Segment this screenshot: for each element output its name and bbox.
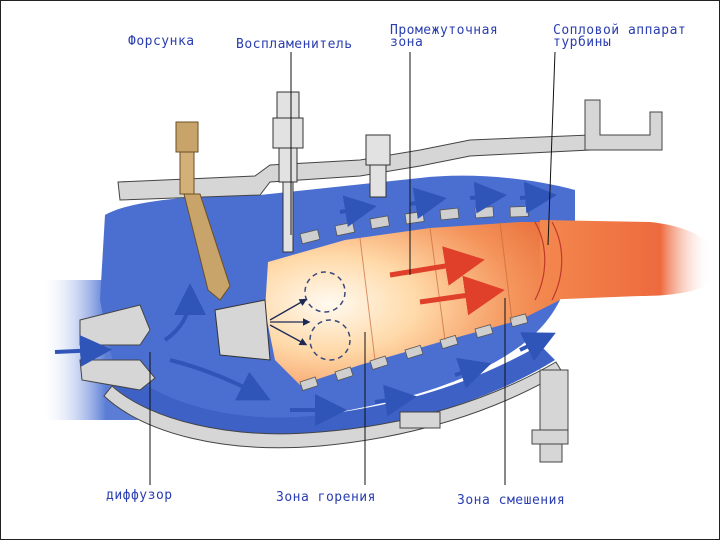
- label-combustion-zone: Зона горения: [276, 491, 376, 504]
- label-turbine-nozzle: Сопловой аппарат турбины: [553, 25, 686, 49]
- label-igniter: Воспламенитель: [236, 38, 353, 51]
- intermediate-port: [366, 135, 390, 197]
- label-injector: Форсунка: [128, 35, 195, 48]
- label-intermediate-zone: Промежуточная зона: [390, 25, 498, 49]
- nozzle-support-top: [585, 100, 662, 150]
- exhaust-stream: [540, 220, 712, 300]
- swirler-dome: [215, 300, 270, 360]
- label-mixing-zone: Зона смешения: [457, 494, 565, 507]
- label-diffuser: диффузор: [106, 489, 173, 502]
